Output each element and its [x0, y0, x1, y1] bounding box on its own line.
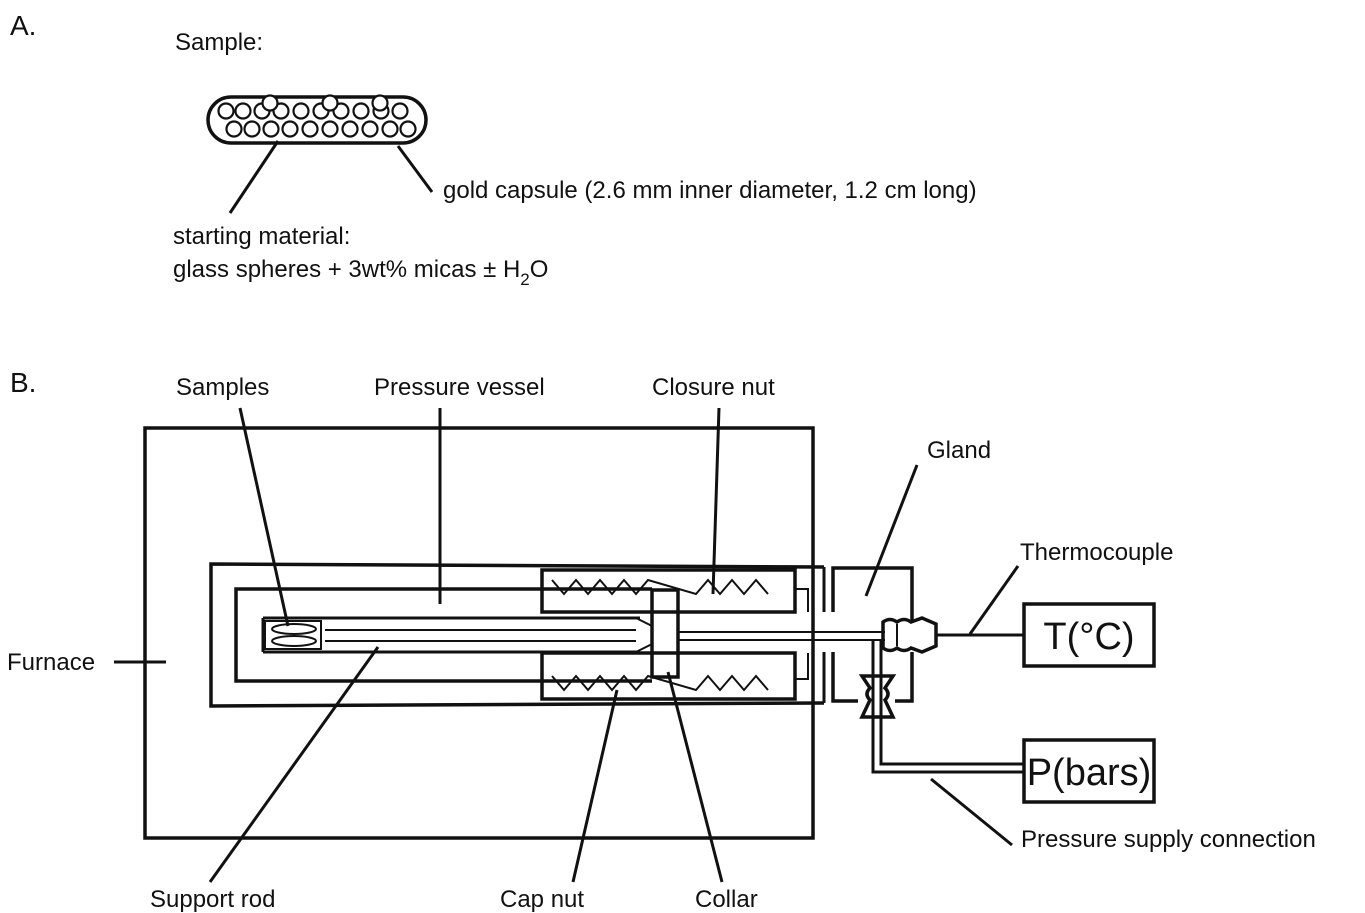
collar-cone [635, 617, 653, 653]
samples-leader-line [238, 407, 290, 627]
cap-nut-lower [540, 651, 797, 701]
glass-sphere [225, 120, 243, 138]
samples [264, 620, 322, 650]
pressure-box [1022, 738, 1156, 804]
glass-sphere [352, 102, 370, 120]
glass-sphere [341, 120, 359, 138]
sample-capsule-2 [271, 635, 317, 647]
closure-nut-step-upper [795, 588, 809, 612]
material-label-1: starting material: [173, 223, 350, 250]
panel-a-letter: A. [10, 10, 36, 41]
pressure-vessel-bore [234, 587, 652, 683]
material-leader-line [228, 140, 280, 214]
glass-spheres [217, 94, 417, 138]
pressure-vessel-outer [209, 562, 825, 708]
thread-lower [551, 674, 769, 692]
thread-upper [551, 578, 769, 596]
pressure-supply-label: Pressure supply connection [1021, 826, 1316, 853]
glass-sphere [262, 120, 280, 138]
glass-sphere [361, 120, 379, 138]
gland-upper [831, 566, 914, 620]
sample-holder [264, 620, 322, 650]
pressure-box-label: P(bars) [1027, 752, 1152, 794]
temperature-box-label: T(°C) [1043, 616, 1134, 658]
pressure-fitting [858, 674, 897, 719]
glass-sphere [292, 102, 310, 120]
collar [650, 588, 680, 679]
pressure-line-inner [879, 640, 1024, 766]
cap-nut-label: Cap nut [500, 886, 584, 913]
gland-lower-left [831, 652, 858, 703]
thermocouple-leader-line [968, 565, 1020, 635]
furnace-label: Furnace [7, 649, 95, 676]
glass-sphere [281, 120, 299, 138]
glass-sphere [261, 94, 279, 112]
material-label-2: glass spheres + 3wt% micas ± H2O [173, 256, 548, 289]
support-rod-leader-line [208, 646, 380, 883]
gold-capsule [206, 94, 428, 145]
glass-sphere [243, 120, 261, 138]
closure-nut-leader-line [711, 407, 721, 595]
panel-b-letter: B. [10, 367, 36, 398]
thermocouple-fitting [881, 616, 938, 654]
glass-sphere [381, 120, 399, 138]
cap-nut-leader-line [571, 689, 619, 883]
glass-sphere [399, 120, 417, 138]
glass-sphere [321, 120, 339, 138]
pressure-line-outer [871, 640, 1024, 774]
glass-sphere [371, 94, 389, 112]
glass-sphere [217, 102, 235, 120]
pressure-vessel-label: Pressure vessel [374, 374, 545, 401]
gland-label: Gland [927, 437, 991, 464]
samples-label: Samples [176, 374, 269, 401]
collar-label: Collar [695, 886, 758, 913]
glass-sphere [301, 120, 319, 138]
glass-sphere [234, 102, 252, 120]
sample-capsule-1 [271, 623, 317, 635]
capsule-label: gold capsule (2.6 mm inner diameter, 1.2… [443, 177, 977, 204]
thermocouple-label: Thermocouple [1020, 539, 1173, 566]
sample-heading: Sample: [175, 29, 263, 56]
gland-leader-line [864, 464, 919, 597]
gland-lower-right [895, 652, 914, 703]
temperature-box [1022, 602, 1156, 668]
closure-nut-step-lower [795, 653, 809, 680]
closure-nut-label: Closure nut [652, 374, 775, 401]
glass-sphere [321, 94, 339, 112]
closure-nut-upper [540, 568, 797, 614]
support-rod-label: Support rod [150, 886, 275, 913]
pressure-supply-leader-line [930, 777, 1013, 847]
capsule-leader-line [396, 145, 434, 193]
glass-sphere [391, 102, 409, 120]
collar-leader-line [666, 671, 724, 883]
